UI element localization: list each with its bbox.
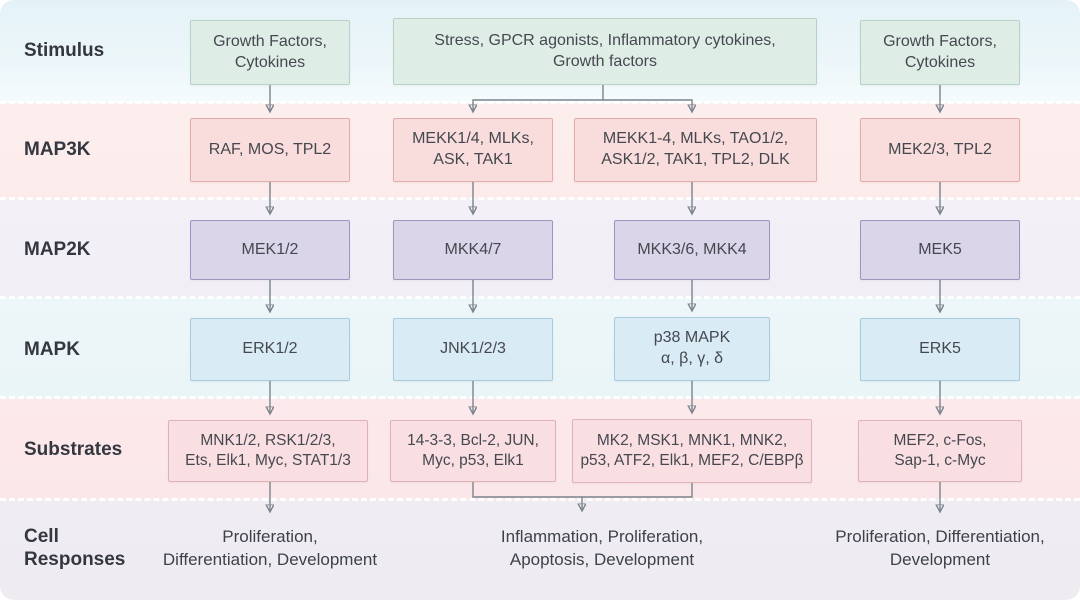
substrates-box-erk-pathway: MNK1/2, RSK1/2/3, Ets, Elk1, Myc, STAT1/… bbox=[168, 420, 368, 482]
band-divider bbox=[0, 101, 1080, 104]
substrates-box-jnk-pathway: 14-3-3, Bcl-2, JUN, Myc, p53, Elk1 bbox=[390, 420, 556, 482]
band-divider bbox=[0, 197, 1080, 200]
map2k-box-erk5-pathway: MEK5 bbox=[860, 220, 1020, 280]
cell-response-erk-pathway: Proliferation, Differentiation, Developm… bbox=[162, 527, 378, 569]
mapk-box-jnk-pathway: JNK1/2/3 bbox=[393, 318, 553, 381]
row-label-cell-responses: Cell Responses bbox=[24, 526, 126, 570]
stimulus-box-stress-shared: Stress, GPCR agonists, Inflammatory cyto… bbox=[393, 18, 817, 85]
map2k-box-p38-pathway: MKK3/6, MKK4 bbox=[614, 220, 770, 280]
band-cell-responses bbox=[0, 500, 1080, 600]
band-divider bbox=[0, 396, 1080, 399]
map3k-box-erk5-pathway: MEK2/3, TPL2 bbox=[860, 118, 1020, 182]
map2k-box-erk-pathway: MEK1/2 bbox=[190, 220, 350, 280]
stimulus-box-erk-pathway: Growth Factors, Cytokines bbox=[190, 20, 350, 85]
band-divider bbox=[0, 498, 1080, 501]
mapk-box-erk5-pathway: ERK5 bbox=[860, 318, 1020, 381]
row-label-mapk: MAPK bbox=[24, 339, 80, 360]
map2k-box-jnk-pathway: MKK4/7 bbox=[393, 220, 553, 280]
cell-response-stress-shared: Inflammation, Proliferation, Apoptosis, … bbox=[500, 527, 704, 569]
band-divider bbox=[0, 296, 1080, 299]
substrates-box-p38-pathway: MK2, MSK1, MNK1, MNK2, p53, ATF2, Elk1, … bbox=[572, 419, 812, 483]
mapk-box-p38-pathway: p38 MAPK α, β, γ, δ bbox=[614, 317, 770, 381]
row-label-substrates: Substrates bbox=[24, 439, 123, 460]
row-label-map3k: MAP3K bbox=[24, 139, 91, 160]
row-label-stimulus: Stimulus bbox=[24, 40, 105, 61]
mapk-box-erk-pathway: ERK1/2 bbox=[190, 318, 350, 381]
map3k-box-erk-pathway: RAF, MOS, TPL2 bbox=[190, 118, 350, 182]
map3k-box-jnk-pathway: MEKK1/4, MLKs, ASK, TAK1 bbox=[393, 118, 553, 182]
cell-response-erk5-pathway: Proliferation, Differentiation, Developm… bbox=[835, 527, 1045, 569]
substrates-box-erk5-pathway: MEF2, c-Fos, Sap-1, c-Myc bbox=[858, 420, 1022, 482]
row-label-map2k: MAP2K bbox=[24, 239, 91, 260]
map3k-box-p38-pathway: MEKK1-4, MLKs, TAO1/2, ASK1/2, TAK1, TPL… bbox=[574, 118, 817, 182]
stimulus-box-erk5-pathway: Growth Factors, Cytokines bbox=[860, 20, 1020, 85]
